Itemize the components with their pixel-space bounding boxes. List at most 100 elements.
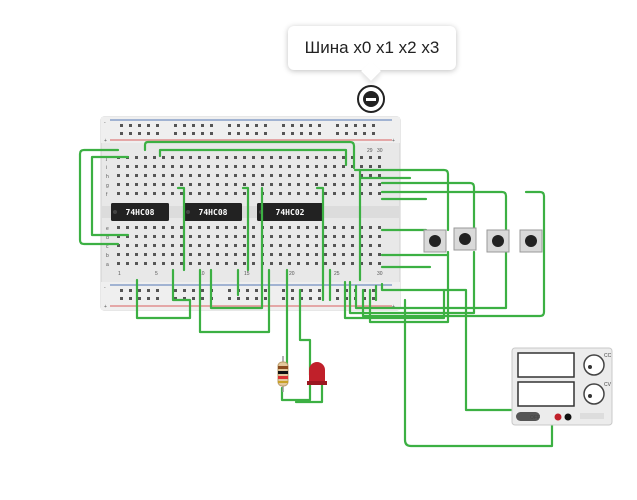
breadboard-hole[interactable] — [378, 244, 381, 247]
breadboard-hole[interactable] — [306, 183, 309, 186]
breadboard-hole[interactable] — [369, 156, 372, 159]
breadboard-hole[interactable] — [228, 124, 231, 127]
breadboard-hole[interactable] — [189, 226, 192, 229]
breadboard-hole[interactable] — [252, 235, 255, 238]
breadboard-hole[interactable] — [162, 226, 165, 229]
breadboard-hole[interactable] — [264, 297, 267, 300]
breadboard-hole[interactable] — [279, 156, 282, 159]
breadboard-hole[interactable] — [129, 132, 132, 135]
breadboard-hole[interactable] — [288, 244, 291, 247]
breadboard-hole[interactable] — [162, 192, 165, 195]
breadboard-hole[interactable] — [363, 132, 366, 135]
breadboard-hole[interactable] — [138, 132, 141, 135]
breadboard-hole[interactable] — [117, 262, 120, 265]
breadboard-hole[interactable] — [315, 253, 318, 256]
breadboard-hole[interactable] — [117, 183, 120, 186]
chip-74hc08-a[interactable]: 74HC08 — [111, 203, 169, 221]
breadboard-hole[interactable] — [270, 156, 273, 159]
breadboard-hole[interactable] — [207, 183, 210, 186]
breadboard-hole[interactable] — [315, 226, 318, 229]
breadboard-hole[interactable] — [225, 174, 228, 177]
breadboard-hole[interactable] — [300, 132, 303, 135]
breadboard-hole[interactable] — [135, 165, 138, 168]
breadboard-hole[interactable] — [171, 262, 174, 265]
breadboard-hole[interactable] — [378, 235, 381, 238]
breadboard-hole[interactable] — [264, 132, 267, 135]
breadboard-hole[interactable] — [117, 192, 120, 195]
breadboard-hole[interactable] — [324, 165, 327, 168]
breadboard-hole[interactable] — [372, 132, 375, 135]
breadboard-hole[interactable] — [117, 165, 120, 168]
breadboard-hole[interactable] — [324, 226, 327, 229]
breadboard-hole[interactable] — [261, 183, 264, 186]
breadboard-hole[interactable] — [264, 289, 267, 292]
minus-circle-icon[interactable] — [357, 85, 385, 113]
breadboard-hole[interactable] — [180, 262, 183, 265]
breadboard-hole[interactable] — [225, 156, 228, 159]
breadboard-hole[interactable] — [372, 289, 375, 292]
breadboard-hole[interactable] — [180, 253, 183, 256]
breadboard-hole[interactable] — [234, 156, 237, 159]
breadboard-hole[interactable] — [282, 297, 285, 300]
breadboard-hole[interactable] — [183, 289, 186, 292]
breadboard-hole[interactable] — [210, 124, 213, 127]
breadboard-hole[interactable] — [324, 235, 327, 238]
breadboard-hole[interactable] — [144, 226, 147, 229]
breadboard-hole[interactable] — [252, 183, 255, 186]
breadboard-hole[interactable] — [252, 165, 255, 168]
breadboard-hole[interactable] — [207, 156, 210, 159]
breadboard-hole[interactable] — [297, 262, 300, 265]
breadboard-hole[interactable] — [207, 174, 210, 177]
breadboard-hole[interactable] — [126, 244, 129, 247]
breadboard-hole[interactable] — [324, 156, 327, 159]
breadboard-hole[interactable] — [216, 253, 219, 256]
breadboard-hole[interactable] — [324, 174, 327, 177]
breadboard-hole[interactable] — [144, 253, 147, 256]
breadboard-hole[interactable] — [318, 132, 321, 135]
breadboard-hole[interactable] — [306, 165, 309, 168]
breadboard-hole[interactable] — [369, 165, 372, 168]
breadboard-hole[interactable] — [180, 226, 183, 229]
power-supply[interactable]: CC CV OFF — [511, 347, 613, 426]
breadboard-hole[interactable] — [216, 156, 219, 159]
breadboard-hole[interactable] — [192, 124, 195, 127]
breadboard-hole[interactable] — [318, 124, 321, 127]
breadboard-hole[interactable] — [144, 262, 147, 265]
breadboard-hole[interactable] — [279, 192, 282, 195]
breadboard-hole[interactable] — [333, 165, 336, 168]
breadboard-hole[interactable] — [360, 174, 363, 177]
breadboard-hole[interactable] — [153, 244, 156, 247]
breadboard-hole[interactable] — [198, 226, 201, 229]
breadboard-hole[interactable] — [279, 244, 282, 247]
breadboard-hole[interactable] — [243, 226, 246, 229]
breadboard-hole[interactable] — [198, 192, 201, 195]
breadboard-hole[interactable] — [360, 244, 363, 247]
breadboard-hole[interactable] — [351, 226, 354, 229]
breadboard-hole[interactable] — [156, 289, 159, 292]
breadboard-hole[interactable] — [189, 262, 192, 265]
breadboard-hole[interactable] — [225, 235, 228, 238]
breadboard-hole[interactable] — [279, 235, 282, 238]
breadboard-hole[interactable] — [216, 262, 219, 265]
breadboard-hole[interactable] — [324, 183, 327, 186]
breadboard-hole[interactable] — [225, 226, 228, 229]
breadboard-hole[interactable] — [129, 289, 132, 292]
breadboard-hole[interactable] — [216, 226, 219, 229]
breadboard-hole[interactable] — [333, 235, 336, 238]
breadboard-hole[interactable] — [297, 244, 300, 247]
breadboard-hole[interactable] — [171, 174, 174, 177]
breadboard-hole[interactable] — [270, 262, 273, 265]
breadboard-hole[interactable] — [225, 165, 228, 168]
breadboard-hole[interactable] — [234, 244, 237, 247]
breadboard-hole[interactable] — [288, 174, 291, 177]
breadboard-hole[interactable] — [354, 132, 357, 135]
breadboard-hole[interactable] — [309, 297, 312, 300]
breadboard-hole[interactable] — [351, 174, 354, 177]
breadboard-hole[interactable] — [144, 192, 147, 195]
breadboard-hole[interactable] — [126, 192, 129, 195]
breadboard-hole[interactable] — [306, 226, 309, 229]
breadboard-hole[interactable] — [360, 226, 363, 229]
breadboard-hole[interactable] — [264, 124, 267, 127]
breadboard-hole[interactable] — [153, 165, 156, 168]
breadboard-hole[interactable] — [117, 244, 120, 247]
